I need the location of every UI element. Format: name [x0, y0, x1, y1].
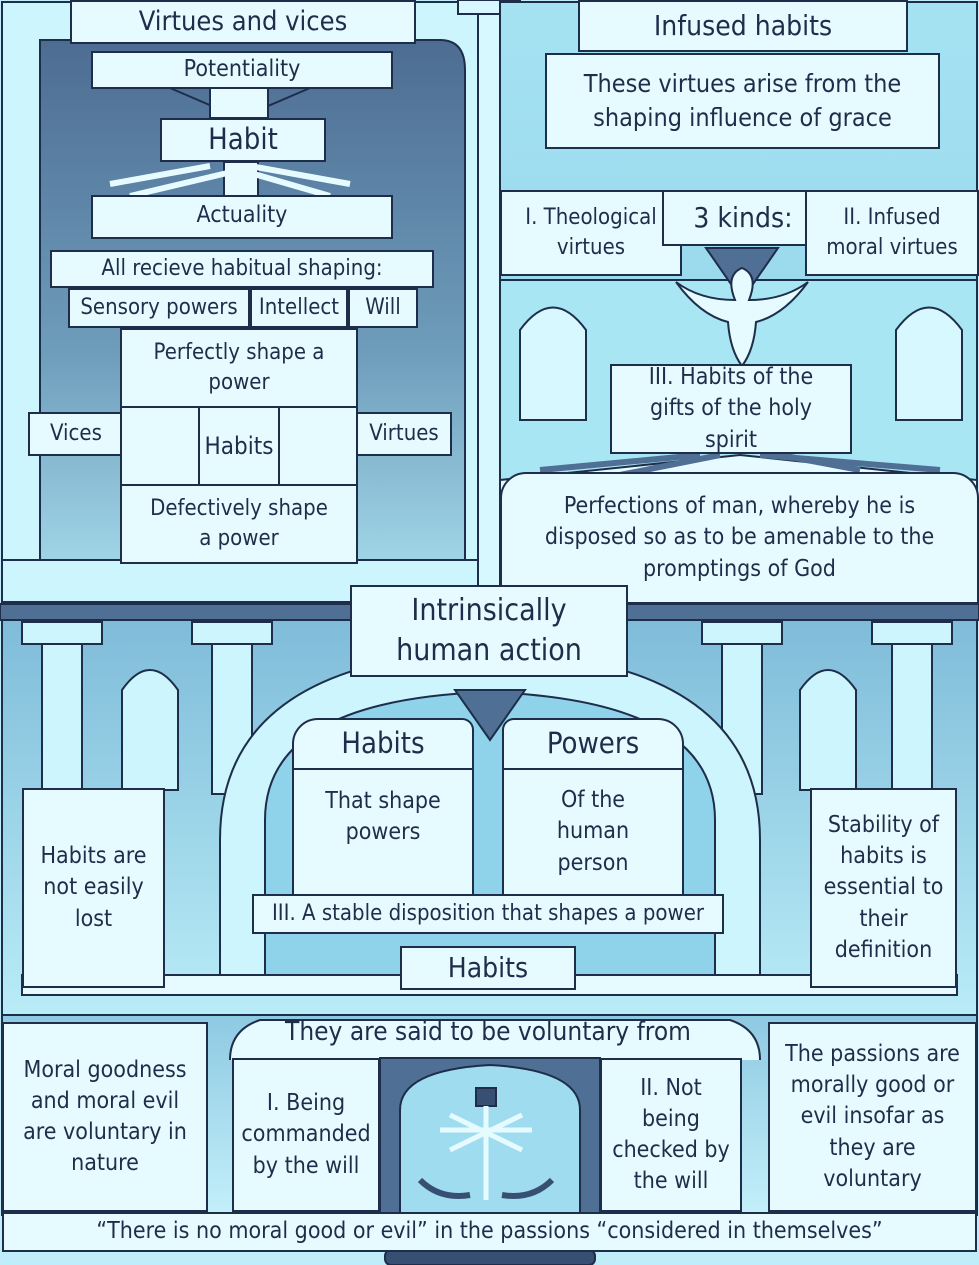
voluntary-header: They are said to be voluntary from — [285, 1017, 691, 1047]
defectively-shape-box: Defectively shape a power — [120, 484, 358, 564]
powers-tablet-header-text: Powers — [546, 726, 640, 761]
not-checked-text: II. Not being checked by the will — [612, 1074, 730, 1195]
perfections-text: Perfections of man, whereby he is dispos… — [544, 493, 935, 582]
habits-center-text: Habits — [204, 431, 274, 460]
power-sensory: Sensory powers — [68, 288, 250, 328]
habits-tablet-text: That shape powers — [325, 788, 441, 846]
perfectly-shape-text: Perfectly shape a power — [153, 340, 325, 395]
gifts-box: III. Habits of the gifts of the holy spi… — [610, 364, 852, 454]
actuality-label: Actuality — [196, 202, 288, 228]
commanded-box: I. Being commanded by the will — [232, 1058, 380, 1212]
theological-text: I. Theological virtues — [525, 205, 657, 260]
infused-moral-box: II. Infused moral virtues — [805, 190, 979, 276]
passions-text: The passions are morally good or evil in… — [785, 1041, 960, 1192]
vices-label: Vices — [28, 412, 122, 456]
shaping-header: All recieve habitual shaping: — [50, 250, 434, 288]
potentiality-label: Potentiality — [183, 56, 301, 82]
vices-label-text: Vices — [50, 421, 102, 447]
moral-goodness-box: Moral goodness and moral evil are volunt… — [2, 1022, 208, 1212]
infused-habits-title: Infused habits — [578, 0, 908, 52]
stable-disposition-box: III. A stable disposition that shapes a … — [252, 894, 724, 934]
not-easily-lost-box: Habits are not easily lost — [22, 788, 165, 988]
stability-text: Stability of habits is essential to thei… — [823, 812, 944, 963]
kinds-text: 3 kinds: — [693, 201, 793, 235]
habits-tablet-header: Habits — [292, 718, 474, 770]
quote-box: “There is no moral good or evil” in the … — [2, 1212, 977, 1252]
power-intellect: Intellect — [250, 288, 348, 328]
stable-disposition-text: III. A stable disposition that shapes a … — [271, 901, 705, 927]
power-sensory-text: Sensory powers — [80, 295, 238, 321]
habits-tablet-body: That shape powers — [292, 768, 474, 896]
stability-box: Stability of habits is essential to thei… — [810, 788, 957, 988]
infused-moral-text: II. Infused moral virtues — [826, 205, 958, 260]
power-will-text: Will — [365, 295, 401, 321]
not-checked-box: II. Not being checked by the will — [600, 1058, 742, 1212]
moral-goodness-text: Moral goodness and moral evil are volunt… — [23, 1056, 187, 1177]
virtues-vices-title: Virtues and vices — [70, 0, 416, 44]
grace-text: These virtues arise from the shaping inf… — [583, 69, 902, 132]
virtues-label: Virtues — [356, 412, 452, 456]
habits-base-label-text: Habits — [447, 951, 529, 985]
commanded-text: I. Being commanded by the will — [241, 1090, 371, 1179]
shaping-header-text: All recieve habitual shaping: — [101, 256, 383, 282]
power-intellect-text: Intellect — [258, 295, 340, 321]
habits-center: Habits — [198, 406, 280, 486]
powers-tablet-body: Of the human person — [502, 768, 684, 896]
gifts-text: III. Habits of the gifts of the holy spi… — [648, 364, 814, 453]
kinds-box: 3 kinds: — [662, 190, 824, 246]
virtues-label-text: Virtues — [369, 421, 439, 447]
not-easily-lost-text: Habits are not easily lost — [40, 843, 147, 932]
powers-tablet-header: Powers — [502, 718, 684, 770]
power-will: Will — [348, 288, 418, 328]
powers-tablet-text: Of the human person — [556, 787, 630, 876]
infused-habits-title-text: Infused habits — [653, 9, 833, 43]
human-action-title: Intrinsically human action — [350, 585, 628, 677]
human-action-title-text: Intrinsically human action — [396, 592, 582, 669]
habit-label: Habit — [160, 118, 326, 162]
passions-box: The passions are morally good or evil in… — [768, 1022, 977, 1212]
quote-text: “There is no moral good or evil” in the … — [96, 1218, 883, 1245]
defectively-shape-text: Defectively shape a power — [150, 496, 328, 551]
habits-base-label: Habits — [400, 946, 576, 990]
habits-tablet-header-text: Habits — [341, 726, 425, 761]
grace-box: These virtues arise from the shaping inf… — [545, 53, 940, 149]
habit-label-text: Habit — [208, 122, 278, 157]
virtues-vices-title-text: Virtues and vices — [138, 5, 348, 37]
perfections-box: Perfections of man, whereby he is dispos… — [500, 472, 979, 604]
